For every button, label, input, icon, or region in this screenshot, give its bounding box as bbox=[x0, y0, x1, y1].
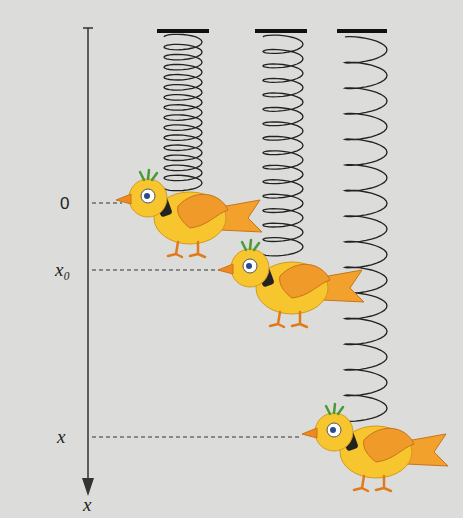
position-label: 0 bbox=[60, 195, 69, 212]
coil-spring bbox=[164, 34, 202, 190]
bird-figure bbox=[302, 404, 448, 491]
coil-spring bbox=[345, 37, 387, 422]
bird-figure bbox=[116, 170, 262, 257]
axis-label: x bbox=[83, 495, 91, 514]
position-label: x bbox=[57, 427, 65, 446]
coil-spring bbox=[263, 35, 303, 256]
bird-figure bbox=[218, 240, 364, 327]
position-label: x₀ bbox=[55, 260, 70, 279]
